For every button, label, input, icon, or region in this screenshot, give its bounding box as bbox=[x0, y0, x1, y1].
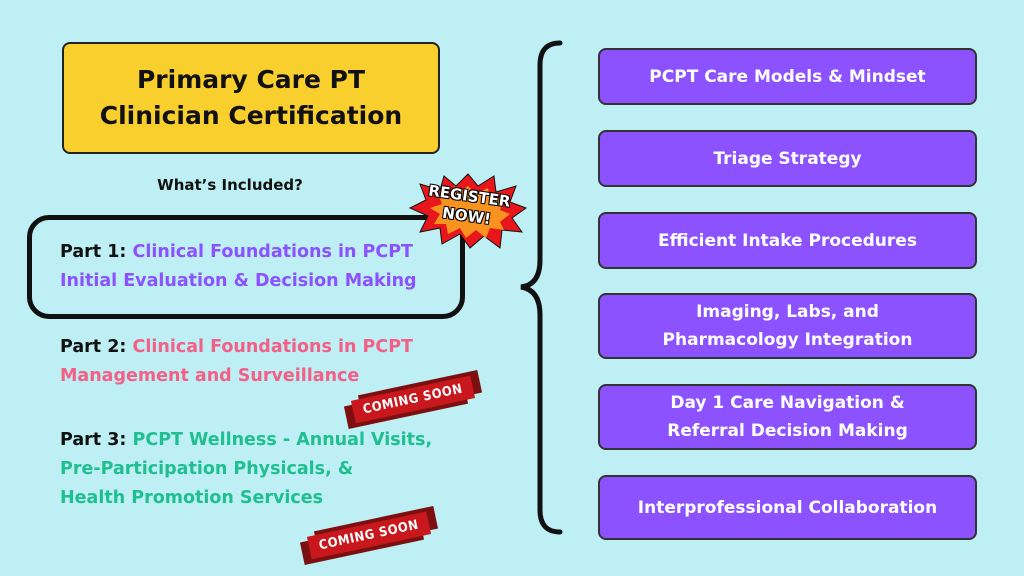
topic-label: Imaging, Labs, and bbox=[696, 302, 879, 322]
part-line: Management and Surveillance bbox=[60, 366, 360, 386]
title-line-1: Primary Care PT bbox=[136, 65, 366, 94]
topic-label: Pharmacology Integration bbox=[662, 330, 913, 350]
certification-title: Primary Care PT Clinician Certification bbox=[62, 42, 440, 154]
curly-brace-icon bbox=[520, 40, 563, 535]
whats-included-heading: What’s Included? bbox=[157, 176, 303, 194]
part1-highlight-box[interactable] bbox=[27, 215, 465, 319]
coming-soon-ribbon: COMING SOON bbox=[306, 511, 431, 560]
topic-triage-strategy[interactable]: Triage Strategy bbox=[598, 130, 977, 187]
topic-label: Referral Decision Making bbox=[667, 421, 908, 441]
part-line: Health Promotion Services bbox=[60, 488, 324, 508]
topic-care-models[interactable]: PCPT Care Models & Mindset bbox=[598, 48, 977, 105]
part-3[interactable]: Part 3: PCPT Wellness - Annual Visits, P… bbox=[60, 426, 432, 513]
starburst-icon bbox=[408, 173, 528, 249]
topic-label: PCPT Care Models & Mindset bbox=[649, 66, 926, 87]
part-2[interactable]: Part 2: Clinical Foundations in PCPT Man… bbox=[60, 333, 413, 391]
topic-interprofessional-collaboration[interactable]: Interprofessional Collaboration bbox=[598, 475, 977, 540]
part-label: Part 1: bbox=[60, 242, 127, 262]
title-line-2: Clinician Certification bbox=[99, 101, 403, 130]
part-label: Part 2: bbox=[60, 337, 127, 357]
register-now-badge[interactable]: REGISTER NOW! bbox=[408, 172, 528, 250]
part-1[interactable]: Part 1: Clinical Foundations in PCPT Ini… bbox=[60, 238, 417, 296]
part-line: Initial Evaluation & Decision Making bbox=[60, 271, 417, 291]
topic-label: Interprofessional Collaboration bbox=[637, 497, 938, 518]
part-line: Pre-Participation Physicals, & bbox=[60, 459, 354, 479]
part-line: Clinical Foundations in PCPT bbox=[132, 337, 413, 357]
topic-label: Day 1 Care Navigation & bbox=[670, 393, 905, 413]
topic-label: Triage Strategy bbox=[713, 148, 862, 169]
topic-label: Efficient Intake Procedures bbox=[658, 230, 917, 251]
part-line: Clinical Foundations in PCPT bbox=[132, 242, 413, 262]
part-label: Part 3: bbox=[60, 430, 127, 450]
topic-intake-procedures[interactable]: Efficient Intake Procedures bbox=[598, 212, 977, 269]
part-line: PCPT Wellness - Annual Visits, bbox=[132, 430, 433, 450]
topic-day1-care-navigation[interactable]: Day 1 Care Navigation & Referral Decision… bbox=[598, 384, 977, 450]
